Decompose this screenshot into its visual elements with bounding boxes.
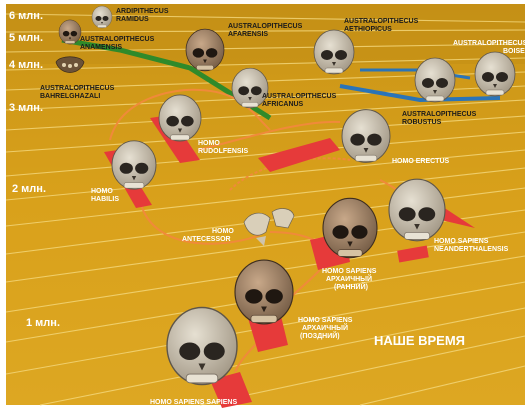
skull-erectus bbox=[342, 110, 390, 163]
present-time-label: НАШЕ ВРЕМЯ bbox=[374, 333, 465, 348]
skull-rudolfensis bbox=[159, 95, 201, 141]
time-label-4m: 4 млн. bbox=[9, 59, 43, 71]
skull-archaic-early bbox=[323, 198, 377, 257]
skull-archaic-late bbox=[235, 260, 293, 324]
time-label-5m: 5 млн. bbox=[9, 32, 43, 44]
skull-ramidus bbox=[92, 6, 112, 28]
time-label-6m: 6 млн. bbox=[9, 10, 43, 22]
label-sapiens: HOMO SAPIENS SAPIENS bbox=[150, 399, 237, 406]
skull-habilis bbox=[112, 141, 156, 189]
skull-neanderthalensis bbox=[389, 179, 445, 241]
skull-aethiopicus bbox=[314, 30, 354, 74]
skull-afarensis bbox=[186, 29, 224, 71]
skull-sapiens bbox=[167, 308, 237, 385]
skull-robustus bbox=[415, 58, 455, 102]
skull-anamensis bbox=[59, 20, 81, 44]
time-label-3m: 3 млн. bbox=[9, 102, 43, 114]
label-erectus: HOMO ERECTUS bbox=[392, 158, 450, 165]
time-label-1m: 1 млн. bbox=[26, 317, 60, 329]
time-label-2m: 2 млн. bbox=[12, 183, 46, 195]
skull-boisei bbox=[475, 52, 515, 96]
